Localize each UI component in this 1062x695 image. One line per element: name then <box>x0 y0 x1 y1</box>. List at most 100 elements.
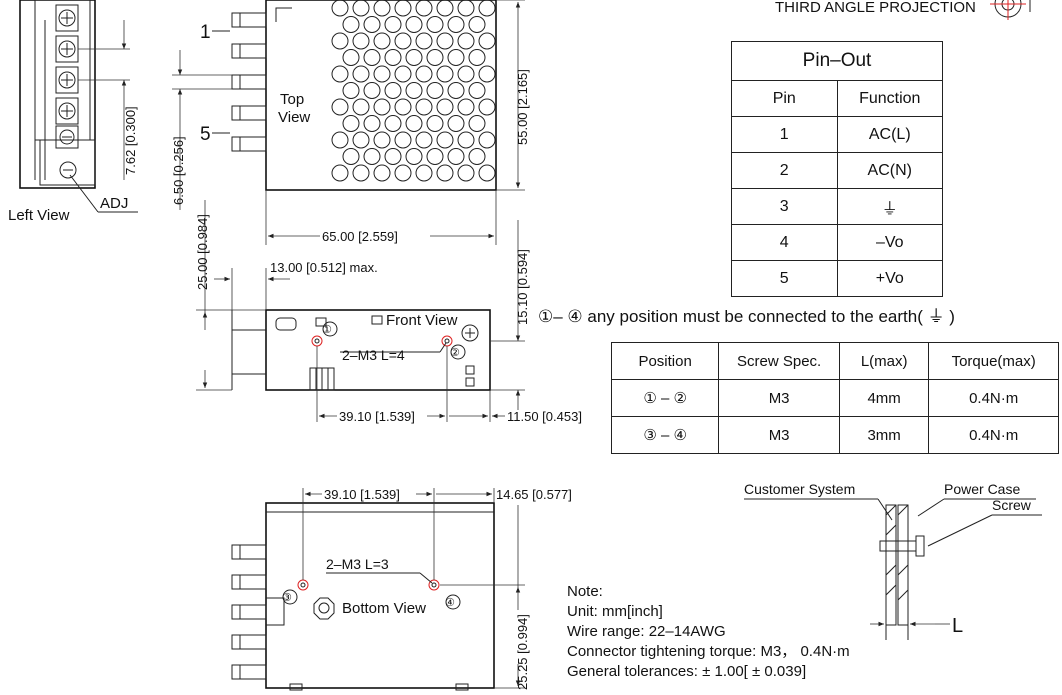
vent-hole <box>415 164 433 182</box>
note-tolerances: General tolerances: ± 1.00[ ± 0.039] <box>567 663 807 680</box>
vent-hole <box>352 65 370 83</box>
vent-hole <box>373 131 391 149</box>
screw-label: Screw <box>992 497 1032 513</box>
vent-hole <box>331 98 349 116</box>
bottom-circled-4: ④ <box>445 597 455 609</box>
table-row: ③ – ④ M3 3mm 0.4N·m <box>610 416 1059 454</box>
dim-13-00: 13.00 [0.512] max. <box>270 260 378 275</box>
vent-hole <box>415 0 433 17</box>
vent-hole <box>436 164 454 182</box>
vent-hole <box>468 49 486 66</box>
vent-hole <box>352 32 370 50</box>
vent-hole <box>457 131 475 149</box>
dim-55-00: 55.00 [2.165] <box>515 69 530 145</box>
screw-spec-table: Position Screw Spec. L(max) Torque(max) … <box>610 342 1059 454</box>
vent-hole <box>373 164 391 182</box>
vent-hole <box>331 164 349 182</box>
note-wire-range: Wire range: 22–14AWG <box>567 623 726 640</box>
adj-callout: ADJ <box>69 174 138 213</box>
pin-cell: 4 <box>731 224 838 261</box>
vent-hole <box>373 65 391 83</box>
vent-hole <box>478 131 496 149</box>
vent-hole <box>384 49 402 66</box>
vent-hole <box>342 148 360 165</box>
vent-hole <box>331 65 349 83</box>
vent-hole <box>352 131 370 149</box>
vent-hole <box>384 148 402 165</box>
vent-hole <box>352 164 370 182</box>
vent-hole <box>426 49 444 66</box>
vent-hole <box>447 82 465 99</box>
vent-hole <box>447 115 465 132</box>
table-row: 5+Vo <box>731 260 943 297</box>
length-cell: 3mm <box>838 416 930 454</box>
table-row: 3⏚ <box>731 188 943 225</box>
note-unit: Unit: mm[inch] <box>567 603 663 620</box>
pinout-title: Pin–Out <box>731 41 943 81</box>
vent-hole <box>415 98 433 116</box>
note-heading: Note: <box>567 583 603 600</box>
dim-6-50: 6.50 [0.256] <box>171 136 186 205</box>
pin-1-marker: 1 <box>200 22 211 43</box>
dim-25-25: 25.25 [0.994] <box>515 614 530 690</box>
vent-hole <box>405 82 423 99</box>
bottom-circled-3: ③ <box>282 592 292 604</box>
vent-hole <box>415 131 433 149</box>
vent-hole <box>426 82 444 99</box>
vent-hole <box>342 16 360 33</box>
vent-hole <box>394 32 412 50</box>
dim-15-10: 15.10 [0.594] <box>515 249 530 325</box>
vent-hole <box>478 0 496 17</box>
table-row: 4–Vo <box>731 224 943 261</box>
vent-hole <box>363 115 381 132</box>
vent-hole <box>436 98 454 116</box>
vent-hole <box>405 148 423 165</box>
vent-hole <box>478 164 496 182</box>
vent-hole <box>363 16 381 33</box>
vent-hole <box>342 49 360 66</box>
vent-hole <box>426 115 444 132</box>
function-cell: AC(N) <box>836 152 943 189</box>
vent-hole <box>447 16 465 33</box>
torque-cell: 0.4N·m <box>928 379 1059 417</box>
vent-hole <box>331 32 349 50</box>
bottom-view-label: Bottom View <box>342 600 426 617</box>
vent-hole <box>363 148 381 165</box>
vent-hole <box>405 16 423 33</box>
vent-hole <box>447 148 465 165</box>
vent-hole <box>331 131 349 149</box>
top-view-label-1: Top <box>280 91 304 108</box>
vent-hole <box>426 16 444 33</box>
vent-hole <box>352 0 370 17</box>
screw-col-torque: Torque(max) <box>928 342 1059 380</box>
vent-hole <box>394 164 412 182</box>
vent-hole <box>468 115 486 132</box>
pin-cell: 1 <box>731 116 838 153</box>
vent-hole <box>478 98 496 116</box>
left-view-label: Left View <box>8 207 70 224</box>
ventilation-holes <box>331 0 496 182</box>
terminal-pins <box>231 12 267 152</box>
vent-hole <box>457 65 475 83</box>
bottom-view-drawing: ③ ④ 2–M3 L=3 Bottom View 39.10 [1.539] 1… <box>231 487 572 691</box>
vent-hole <box>394 98 412 116</box>
bottom-terminal-pins <box>231 544 267 680</box>
vent-hole <box>384 16 402 33</box>
vent-hole <box>384 82 402 99</box>
vent-hole <box>373 0 391 17</box>
dim-39-10-bottom: 39.10 [1.539] <box>324 487 400 502</box>
vent-hole <box>478 32 496 50</box>
vent-hole <box>394 65 412 83</box>
function-cell: AC(L) <box>836 116 943 153</box>
spec-cell: M3 <box>718 416 840 454</box>
front-circled-1: ① <box>322 324 332 336</box>
function-cell: +Vo <box>836 260 943 297</box>
pin-pitch-dimension: 7.62 [0.300] <box>78 20 138 180</box>
front-view-drawing: ① Front View ② 2–M3 L=4 25.00 [0.984] <box>195 200 582 424</box>
pin-5-marker: 5 <box>200 124 211 145</box>
vent-hole <box>342 115 360 132</box>
position-cell: ③ – ④ <box>610 416 720 454</box>
